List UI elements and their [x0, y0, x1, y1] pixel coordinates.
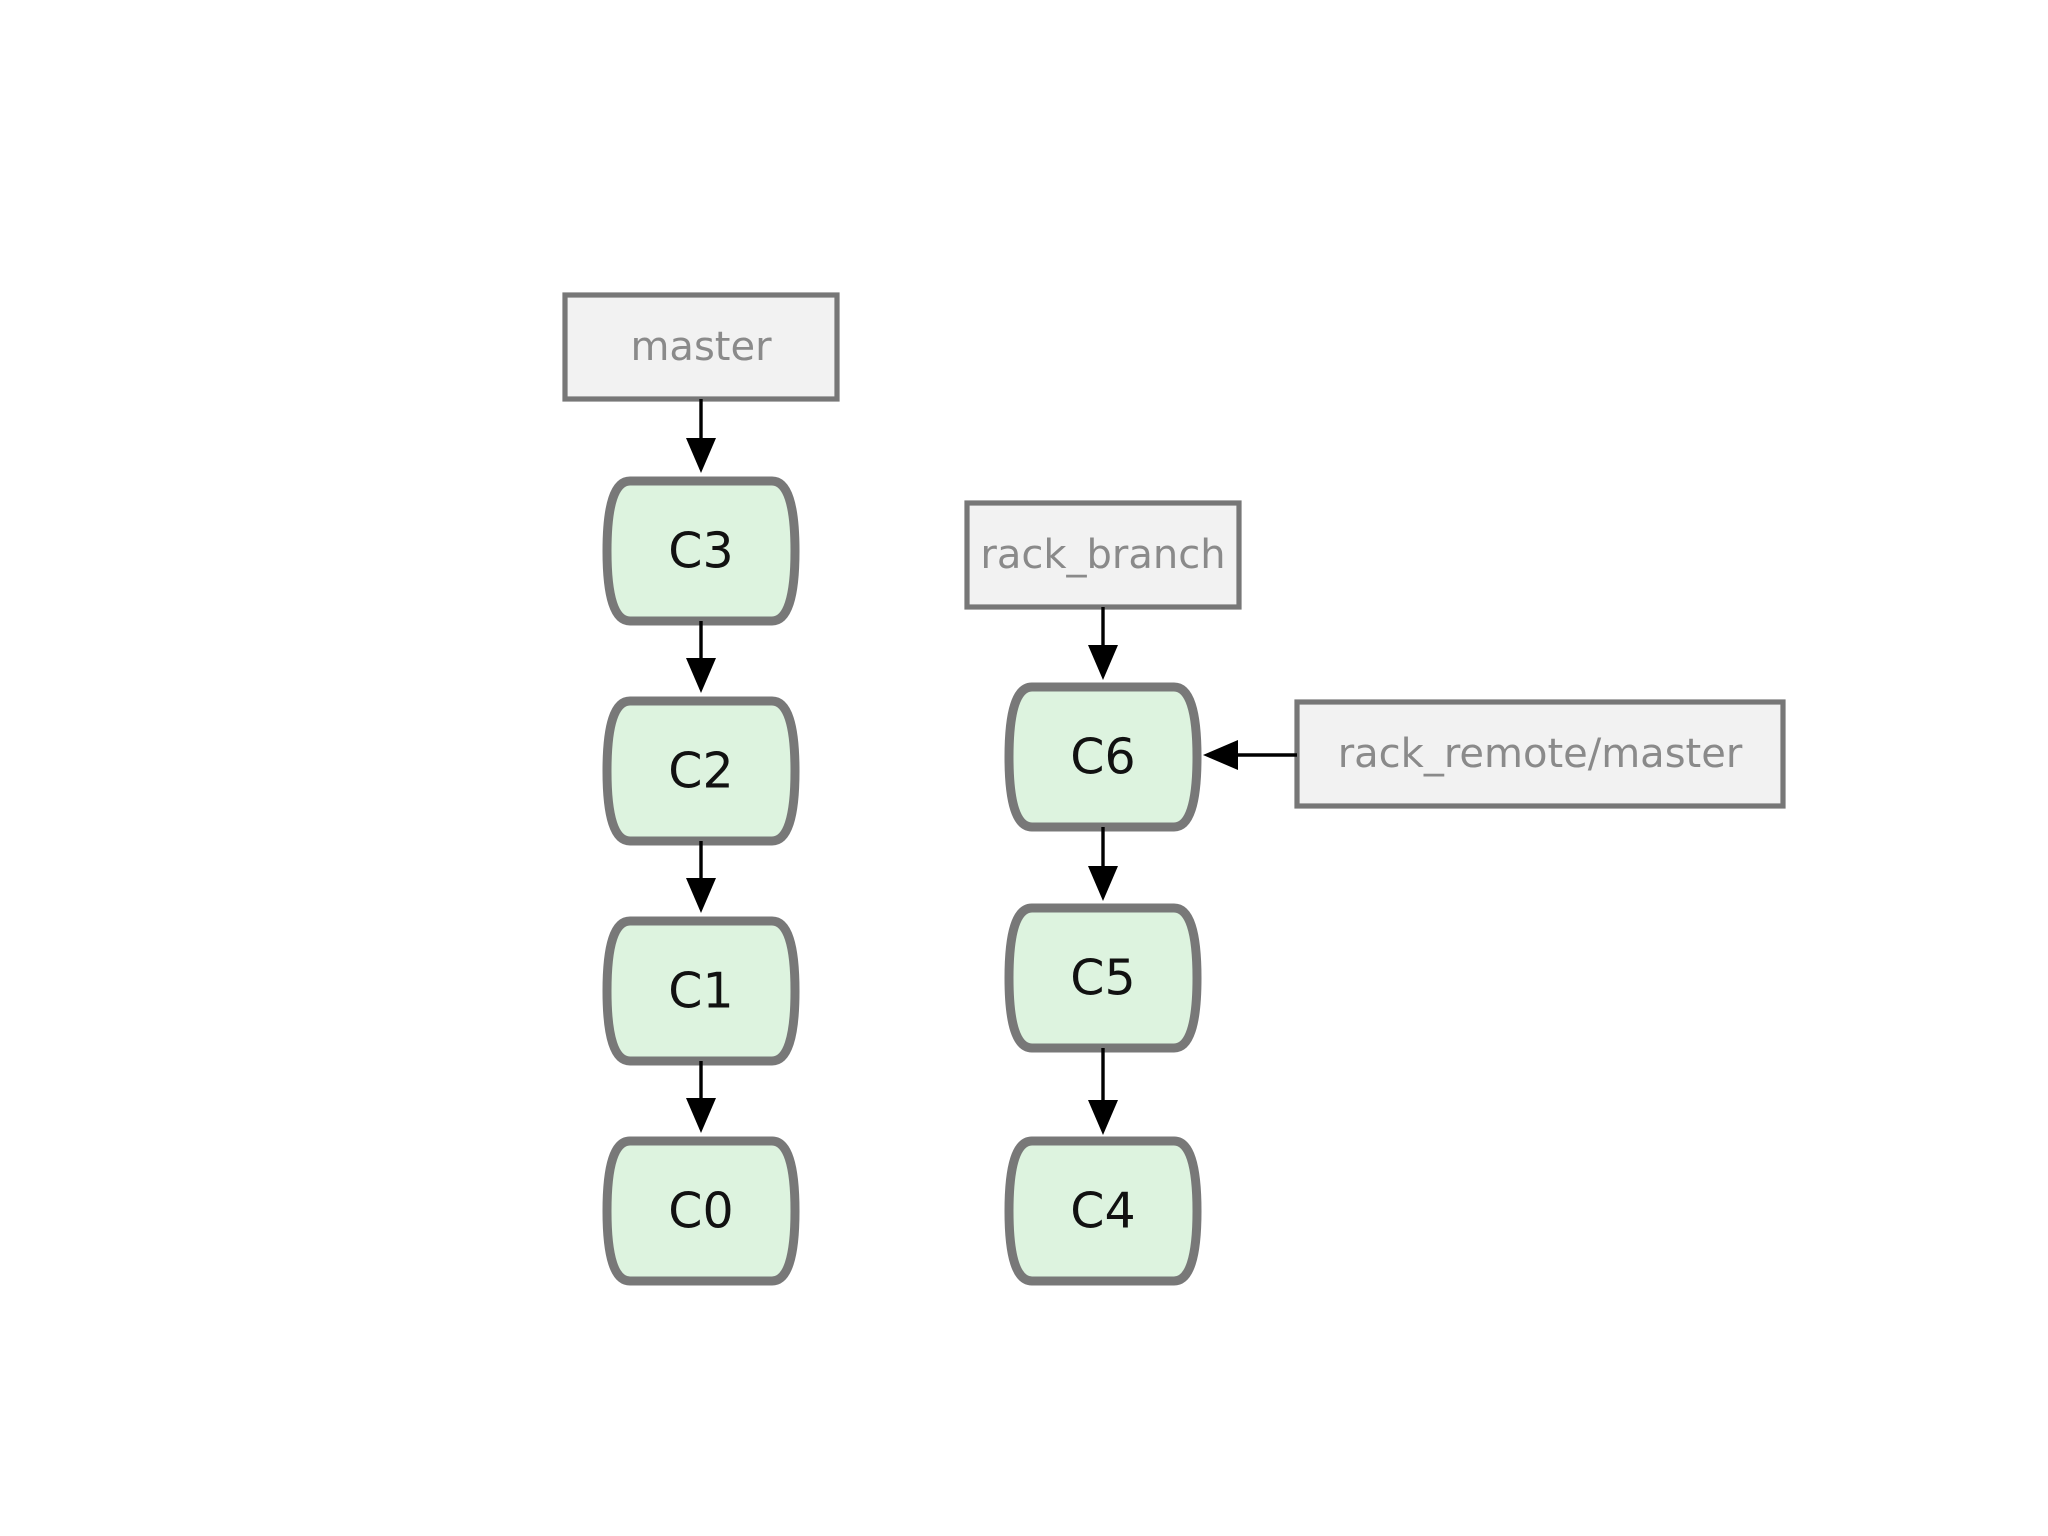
arrow-c1-to-c0	[686, 1061, 716, 1133]
branch-label-text: master	[630, 324, 772, 370]
commit-label: C5	[1070, 950, 1135, 1007]
commit-label: C6	[1070, 729, 1135, 786]
arrow-master-to-c3	[686, 399, 716, 473]
branch-label-text: rack_branch	[980, 532, 1225, 578]
commit-label: C1	[668, 963, 733, 1020]
arrow-c2-to-c1	[686, 841, 716, 913]
arrow-c5-to-c4	[1088, 1048, 1118, 1135]
commit-label: C2	[668, 743, 733, 800]
commit-c6: C6	[1004, 682, 1202, 832]
branch-label-text: rack_remote/master	[1338, 731, 1743, 777]
commit-label: C4	[1070, 1183, 1135, 1240]
commit-label: C3	[668, 523, 733, 580]
commit-label: C0	[668, 1183, 733, 1240]
arrow-c3-to-c2	[686, 621, 716, 693]
commit-c3: C3	[602, 476, 800, 626]
branch-label-rack-branch: rack_branch	[964, 500, 1242, 610]
arrow-rack-branch-to-c6	[1088, 607, 1118, 680]
commit-c4: C4	[1004, 1136, 1202, 1286]
commit-c1: C1	[602, 916, 800, 1066]
arrow-c6-to-c5	[1088, 827, 1118, 901]
arrow-rack-remote-master-to-c6	[1203, 740, 1297, 770]
commit-c0: C0	[602, 1136, 800, 1286]
branch-label-rack-remote-master: rack_remote/master	[1294, 699, 1786, 809]
branch-label-master: master	[562, 292, 840, 402]
commit-c5: C5	[1004, 903, 1202, 1053]
commit-c2: C2	[602, 696, 800, 846]
